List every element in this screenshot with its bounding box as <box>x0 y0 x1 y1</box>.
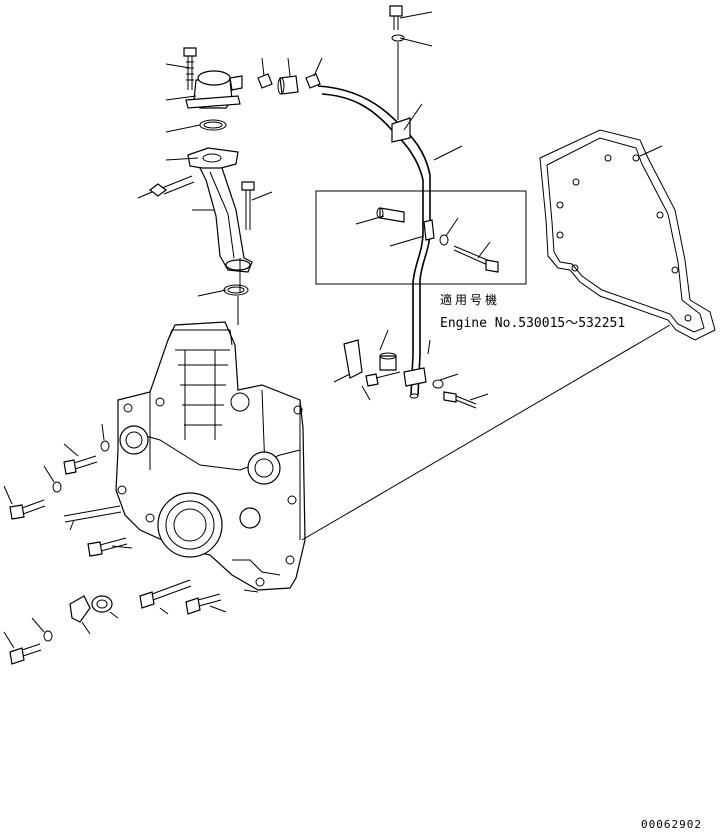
bolt-bracket-right <box>241 181 255 230</box>
o-ring-upper <box>199 119 227 131</box>
bolt-left-3 <box>87 537 128 557</box>
bolt-left-1 <box>63 455 98 475</box>
front-cover-gasket <box>539 129 716 341</box>
front-cover <box>115 321 306 591</box>
bolt-lower-short <box>185 593 222 615</box>
breather-tube <box>317 85 431 399</box>
hose-clamp-right <box>305 73 321 89</box>
connector-guide <box>237 258 241 325</box>
bolt-top-elbow <box>183 47 197 90</box>
bolt-left-2 <box>9 499 46 520</box>
applicability-box <box>315 190 527 285</box>
bolt-lower-left <box>9 643 42 665</box>
bolt-lower-long <box>139 579 192 609</box>
o-ring-lower <box>223 284 249 296</box>
washer-lower-left <box>43 630 53 642</box>
bolt-tube-lower <box>443 391 477 409</box>
hose-short <box>277 75 299 95</box>
tube-clip-lower <box>403 367 427 387</box>
washer-left-1 <box>100 440 110 452</box>
engine-serial-range: Engine No.530015～532251 <box>440 316 626 331</box>
cover-plate <box>69 595 91 623</box>
bolt-bracket-lower <box>365 371 401 387</box>
support-bracket <box>343 339 363 379</box>
washer-tube-lower <box>432 379 444 389</box>
gasket-alignment-line <box>301 324 671 541</box>
drawing-number: 00062902 <box>641 818 702 831</box>
applicable-serial-heading: 適用号機 <box>440 293 501 307</box>
leader-lines <box>3 11 663 649</box>
bolt-bracket-left <box>149 175 195 197</box>
breather-elbow <box>185 70 243 109</box>
breather-tube-bracket <box>187 147 253 273</box>
washer-left-2 <box>52 481 62 493</box>
hose-clamp-left <box>257 73 273 89</box>
bolt-tube-top <box>389 5 405 120</box>
stud-bolt <box>63 505 122 523</box>
seal-ring <box>91 595 113 613</box>
spacer-collar <box>379 352 397 371</box>
tube-clip-upper <box>423 219 435 241</box>
